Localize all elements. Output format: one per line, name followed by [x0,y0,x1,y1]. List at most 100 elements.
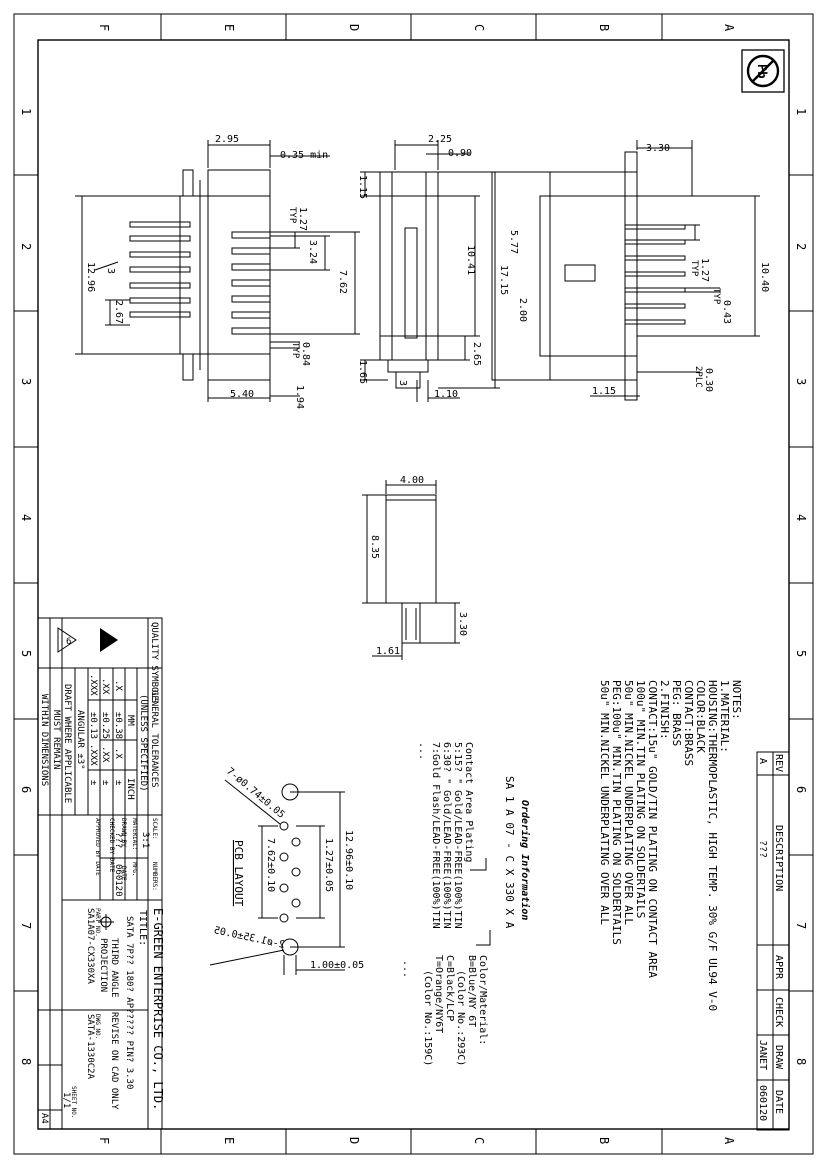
note-line-7: CONTACT:15u" GOLD/TIN PLATING ON CONTACT… [646,680,659,978]
tb-drawn-label: DRAWN BY [120,818,127,847]
dim-side-typ-1: TYP [287,207,297,224]
tb-mfg-label: MFG. [131,862,138,876]
tb-projection-1: THIRD ANGLE [109,938,119,998]
ordering-information: Ordering Information SA 1 A 07 - C X 330… [401,742,531,1066]
rev-row-description: ??? [757,840,768,858]
ordering-right-4: T=Orange/NY6T [433,955,444,1033]
tb-approved-label: APPROVED BY DATE [94,818,101,876]
zone-top-c: C [472,24,486,31]
tb-date-label: DATE [120,866,127,881]
tb-angular: ANGULAR ±3° [75,710,85,770]
ordering-right-0: Color/Material: [477,955,488,1045]
note-line-5: PEG: BRASS [670,680,683,746]
tb-tol-r2-c1: ±0.13 [88,712,98,739]
tb-tol-r0-c1: ±0.38 [113,712,123,739]
dim-side-3: 3 [105,268,116,274]
zone-right-3: 3 [794,378,808,385]
zone-right-1: 1 [794,108,808,115]
tb-tol-r2-c2: .XXX [88,744,98,766]
note-line-1: 1.MATERIAL: [718,680,731,753]
ordering-right-5: (Color No.:159C) [422,970,433,1066]
tb-tol-r1-c0: .XX [100,678,110,695]
outer-border [13,13,814,1155]
ordering-right-6: ... [401,960,412,978]
tb-draft-1: DRAFT WHERE APPLICABLE [62,684,72,803]
tb-part-value: SA1A07-CX330XA [85,908,95,984]
pb-free-symbol: Pb [741,49,785,93]
note-line-6: 2.FINISH: [658,680,671,740]
tb-tol-r1-c1: ±0.25 [100,712,110,739]
note-line-2: HOUSING:THERMOPLASTIC, HIGH TEMP. 30% G/… [706,680,719,1011]
note-line-4: CONTACT:BRASS [682,680,695,766]
zone-left-6: 6 [19,786,33,793]
dim-pcb-1-27: 1.27±0.05 [323,838,334,892]
tb-revise: REVISE ON CAD ONLY [109,1012,119,1110]
dim-front-10-41: 10.41 [465,245,476,275]
front-view [360,140,500,402]
note-line-9: 50u" MIN.NICKEL UNDERPLATING OVER ALL [622,680,635,925]
zone-top-d: D [347,24,361,31]
tb-tol-inch: INCH [125,778,135,800]
rev-row-date: 060120 [757,1085,768,1121]
tb-dwg-value: SATA-1330C2A [85,1014,95,1080]
zone-top-b: B [597,24,611,31]
right-view [491,140,760,401]
dim-right-1-27: 1.27 [699,258,710,282]
tb-projection-2: PROJECTION [98,938,108,992]
tb-tol-r1-c3: ± [100,780,110,786]
zone-left-2: 2 [19,243,33,250]
zone-left-5: 5 [19,650,33,657]
dim-side-7-62: 7.62 [337,270,348,294]
dim-side-1-94: 1.94 [294,385,305,409]
tb-sheet-label: SHEET NO. [70,1086,77,1119]
dim-front-2-00: 2.00 [517,298,528,322]
dim-bot-8-35: 8.35 [369,535,380,559]
tb-quality: QUALITY SYMBOLS [149,622,159,703]
dim-right-2plc: 2PLC [693,366,703,388]
tb-tol-r2-c3: ± [88,780,98,786]
zone-left-3: 3 [19,378,33,385]
ordering-code: SA 1 A 07 - C X 330 X A [503,776,516,929]
tb-tol-r1-c2: .XX [100,746,110,763]
ordering-left-0: Contact Area Plating [463,742,474,862]
dim-right-1-15: 1.15 [592,386,616,397]
quality-symbols: 6 [57,627,118,653]
tb-tol-r2-c0: .XXX [88,674,98,696]
zone-bot-b: B [597,1137,611,1144]
dim-side-0-84: 0.84 [300,342,311,366]
dim-right-0-43: 0.43 [721,300,732,324]
dim-bot-3-30: 3.30 [457,612,468,636]
rev-row-draw: JANET [757,1040,768,1070]
pcb-layout [209,779,345,975]
dim-right-typ-2: TYP [711,288,721,305]
tb-title-label: TITLE: [137,910,148,946]
ordering-left-4: ... [417,742,428,760]
ordering-right-3: C=Black/LCP [444,955,455,1021]
rev-header-appr: APPR [773,955,784,980]
tb-tol-r0-c3: ± [113,780,123,786]
tb-part-label: PART NO. [94,908,101,937]
dim-side-2-67: 2.67 [113,300,124,324]
dim-right-typ-1: TYP [689,260,699,277]
note-line-8: 100u" MIN.TIN PLATING ON SOLDERTAILS [634,680,647,918]
dim-pcb-holes: 7-ø0.74±0.05 [224,766,286,821]
dim-right-3-30: 3.30 [646,143,670,154]
tb-title-value: SATA 7P?? 180? AP????? PIN? 3.30 [124,916,134,1089]
dim-side-0-35-min: 0.35 min [280,150,328,161]
dim-front-3: 3 [397,380,408,386]
ordering-right-1: B=Blue/NY 6T [466,955,477,1027]
ordering-left-3: 7:Gold Flash/LEAD-FREE(100%)TIN [430,742,441,929]
ordering-left-2: 6:30? " Gold/LEAD-FREE(100%)TIN [441,742,452,929]
rev-header-date: DATE [773,1090,784,1114]
zone-right-6: 6 [794,786,808,793]
note-line-3: COLOR:BLACK [694,680,707,753]
dim-pcb-12-96: 12.96±0.10 [343,830,354,890]
zone-bot-d: D [347,1137,361,1144]
rev-header-description: DESCRIPTION [773,825,784,891]
side-view [75,140,360,402]
tb-scale-label: SCALE: [151,818,158,840]
zone-top-e: E [222,24,236,31]
dim-front-5-77: 5.77 [508,230,519,254]
zone-left-8: 8 [19,1058,33,1065]
note-line-0: NOTES: [730,680,743,720]
